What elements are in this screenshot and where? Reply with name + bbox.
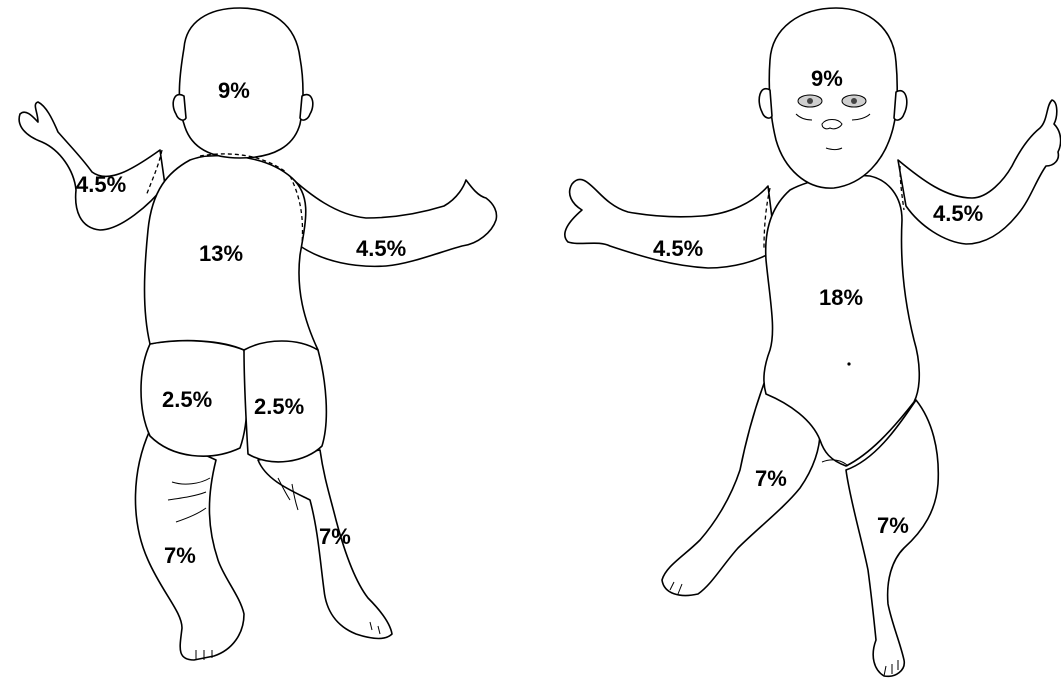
back-right-leg-percentage: 7% — [319, 524, 351, 549]
infant-front-view: 9% 4.5% 4.5% 18% 7% 7% — [565, 8, 1061, 676]
back-left-ear-icon — [173, 95, 186, 121]
front-right-arm-percentage: 4.5% — [933, 201, 983, 226]
back-left-arm-percentage: 4.5% — [356, 236, 406, 261]
back-left-buttock-percentage: 2.5% — [162, 387, 212, 412]
back-left-leg-percentage: 7% — [164, 543, 196, 568]
front-navel-icon — [847, 362, 850, 365]
back-right-buttock-percentage: 2.5% — [254, 394, 304, 419]
front-left-ear-icon — [759, 89, 772, 118]
back-left-arm-outline — [19, 102, 165, 230]
infant-back-view: 9% 4.5% 4.5% 13% 2.5% 2.5% 7% 7% — [19, 8, 496, 660]
front-left-arm-percentage: 4.5% — [653, 236, 703, 261]
front-right-ear-icon — [894, 91, 907, 120]
front-head-outline — [769, 8, 897, 188]
front-head-percentage: 9% — [811, 66, 843, 91]
back-head-percentage: 9% — [218, 78, 250, 103]
front-right-leg-percentage: 7% — [755, 466, 787, 491]
front-left-leg-percentage: 7% — [877, 513, 909, 538]
back-right-arm-percentage: 4.5% — [76, 172, 126, 197]
front-trunk-percentage: 18% — [819, 285, 863, 310]
front-right-pupil-icon — [851, 98, 857, 104]
back-trunk-percentage: 13% — [199, 241, 243, 266]
front-left-pupil-icon — [807, 98, 813, 104]
back-right-ear-icon — [300, 95, 313, 121]
